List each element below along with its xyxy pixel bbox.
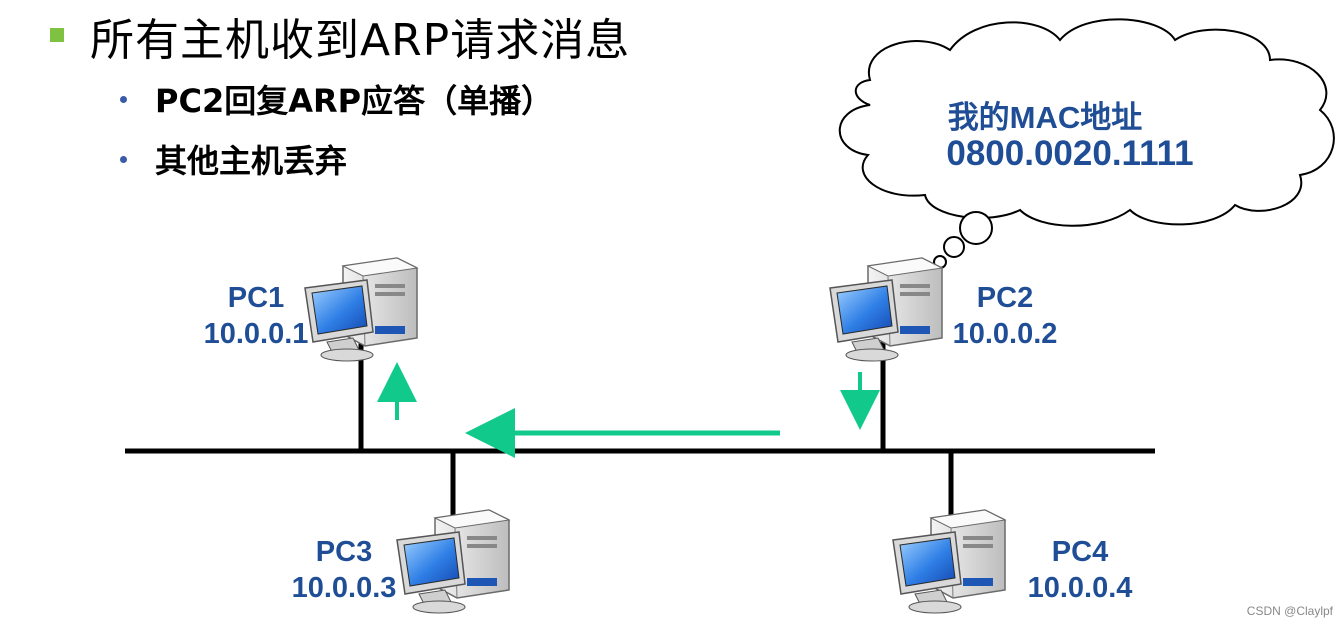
pc4-computer-icon [892,509,1006,614]
pc4-name: PC4 [1051,536,1109,568]
watermark: CSDN @Claylpf [1246,604,1333,618]
pc2-ip: 10.0.0.2 [952,318,1058,350]
slide-title: 所有主机收到ARP请求消息 [90,15,631,66]
pc4-ip: 10.0.0.4 [1027,572,1133,604]
bullet-dot [120,96,127,103]
thought-bubble [943,236,965,258]
cloud-mac-label: 我的MAC地址 [947,100,1143,135]
bullet-others-discard: 其他主机丢弃 [155,142,348,180]
title-bullet-square [50,28,64,42]
thought-cloud [838,18,1335,227]
pc3-label: PC3 10.0.0.3 [284,534,404,606]
pc1-ip: 10.0.0.1 [203,318,309,350]
pc3-name: PC3 [315,536,373,568]
cloud-mac-address: 0800.0020.1111 [946,134,1194,173]
bullet-dot [120,156,127,163]
pc3-computer-icon [396,509,510,614]
pc2-computer-icon [829,257,943,362]
pc1-name: PC1 [227,282,285,314]
pc4-label: PC4 10.0.0.4 [1020,534,1140,606]
bullet-pc2-reply: PC2回复ARP应答（单播） [155,82,554,120]
thought-bubble [959,211,993,245]
pc3-ip: 10.0.0.3 [291,572,397,604]
pc1-label: PC1 10.0.0.1 [196,280,316,352]
pc2-name: PC2 [976,282,1034,314]
pc2-label: PC2 10.0.0.2 [945,280,1065,352]
